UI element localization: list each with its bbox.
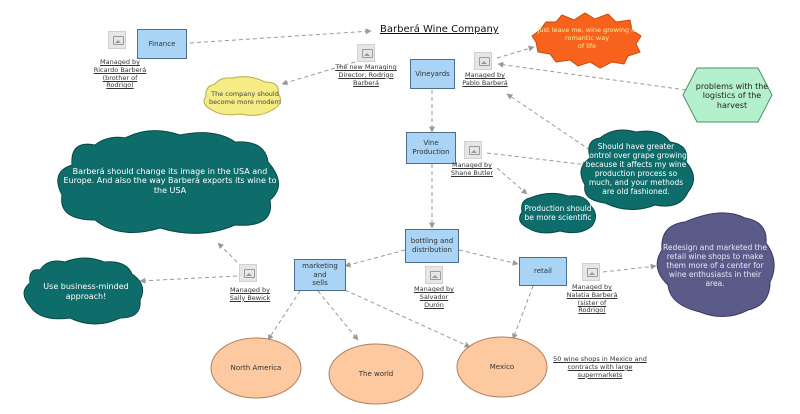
- cloud-redesign: [656, 212, 775, 317]
- image-placeholder-icon: [582, 263, 600, 281]
- edge-director-to-modern: [281, 61, 356, 86]
- note-business-text: Use business-minded approach!: [43, 282, 129, 301]
- edge-marketing-to-northamerica: [267, 290, 301, 341]
- box-retail-label: retail: [534, 267, 552, 276]
- note-modern: The company should become more modern: [205, 82, 285, 116]
- image-placeholder-icon: [425, 266, 443, 284]
- box-vineyards-label: Vineyards: [415, 69, 450, 78]
- box-finance[interactable]: Finance: [137, 29, 187, 59]
- ellipse-north-america: [210, 337, 302, 399]
- hexagon-logistics: [682, 67, 773, 123]
- ellipse-the-world: [328, 343, 424, 405]
- label-mexico-note: 50 wine shops in Mexico and contracts wi…: [550, 355, 650, 379]
- diagram-title: Barberá Wine Company: [380, 24, 499, 35]
- image-placeholder-icon: [108, 31, 126, 49]
- cloud-business: [23, 257, 144, 325]
- note-business: Use business-minded approach!: [30, 272, 142, 312]
- image-placeholder-icon: [464, 141, 482, 159]
- label-manager-finance: Managed by Ricardo Barberá (brother of R…: [80, 58, 160, 90]
- edge-finance-to-title: [189, 28, 372, 44]
- label-manager-bottling-text: Managed by Salvador Durón: [414, 285, 454, 309]
- box-vine-production[interactable]: Vine Production: [406, 132, 456, 164]
- box-marketing-sells[interactable]: marketing and sells: [294, 259, 346, 291]
- note-grape-control: Should have greater control over grape g…: [572, 134, 700, 204]
- box-vineyards[interactable]: Vineyards: [410, 59, 455, 89]
- label-managing-director-text: The new Managing Director, Rodrigo Barbe…: [335, 63, 397, 87]
- cloud-image-usa: [57, 130, 279, 234]
- note-image-usa: Barberá should change its image in the U…: [60, 150, 280, 212]
- label-manager-marketing: Managed by Sally Bewick: [218, 286, 282, 303]
- edge-retail-to-mexico: [512, 285, 534, 340]
- box-retail[interactable]: retail: [519, 257, 567, 286]
- edge-logistics-to-vineyards: [497, 61, 687, 91]
- cloud-scientific: [519, 192, 596, 234]
- label-manager-retail-text: Managed by Nalatia Barberá (sister of Ro…: [566, 283, 618, 315]
- market-the-world-text: The world: [358, 369, 394, 378]
- note-image-usa-text: Barberá should change its image in the U…: [63, 166, 277, 195]
- box-bottling-distribution[interactable]: bottling and distribution: [405, 229, 459, 263]
- market-mexico: Mexico: [462, 359, 542, 375]
- label-manager-vineyards: Managed by Pablo Barberá: [450, 71, 520, 88]
- label-manager-retail: Managed by Nalatia Barberá (sister of Ro…: [556, 283, 628, 315]
- box-vine-production-label: Vine Production: [412, 139, 450, 156]
- cloud-modern: [203, 76, 281, 116]
- market-mexico-text: Mexico: [489, 362, 515, 371]
- note-redesign-text: Redesign and marketed the retail wine sh…: [663, 242, 767, 288]
- note-romantic: Just leave me, wine growing is romantic …: [534, 20, 640, 58]
- box-marketing-label: marketing and sells: [302, 261, 338, 288]
- image-placeholder-icon: [357, 44, 375, 62]
- image-placeholder-icon: [239, 264, 257, 282]
- label-manager-vine-production: Managed by Shane Butler: [440, 161, 504, 178]
- edge-bottling-to-marketing: [344, 249, 406, 268]
- label-manager-vine-production-text: Managed by Shane Butler: [450, 161, 494, 177]
- edge-bottling-to-retail: [458, 249, 519, 266]
- label-manager-bottling: Managed by Salvador Durón: [402, 285, 466, 309]
- label-manager-vineyards-text: Managed by Pablo Barberá: [462, 71, 508, 87]
- market-the-world: The world: [336, 366, 416, 382]
- note-logistics-text: problems with the logistics of the harve…: [695, 81, 769, 110]
- edge-marketing-manager-to-business: [139, 275, 238, 284]
- note-romantic-text: Just leave me, wine growing is romantic …: [537, 26, 637, 50]
- cloud-grape-control: [580, 129, 694, 210]
- note-modern-text: The company should become more modern: [208, 90, 282, 106]
- ellipse-mexico: [456, 336, 548, 398]
- note-grape-control-text: Should have greater control over grape g…: [585, 142, 687, 196]
- burst-romantic: [531, 12, 642, 69]
- image-placeholder-icon: [474, 52, 492, 70]
- edge-grapecontrol-to-vineyards: [506, 93, 591, 151]
- note-scientific-text: Production should be more scientific: [524, 204, 592, 222]
- edge-vineyards-to-romantic: [496, 45, 535, 59]
- note-logistics: problems with the logistics of the harve…: [692, 74, 772, 118]
- label-mexico-note-text: 50 wine shops in Mexico and contracts wi…: [553, 355, 647, 379]
- edge-marketing-to-world: [317, 290, 359, 341]
- label-manager-marketing-text: Managed by Sally Bewick: [229, 286, 271, 302]
- note-redesign: Redesign and marketed the retail wine sh…: [656, 232, 774, 298]
- market-north-america: North America: [216, 360, 296, 376]
- label-manager-finance-text: Managed by Ricardo Barberá (brother of R…: [93, 58, 147, 90]
- note-scientific: Production should be more scientific: [516, 196, 600, 230]
- edge-retail-manager-to-redesign: [602, 263, 657, 273]
- box-bottling-label: bottling and distribution: [410, 237, 454, 254]
- market-north-america-text: North America: [230, 363, 282, 372]
- edge-marketing-manager-to-image: [217, 242, 238, 263]
- box-finance-label: Finance: [148, 39, 176, 48]
- edge-marketing-to-mexico: [344, 289, 471, 348]
- label-managing-director: The new Managing Director, Rodrigo Barbe…: [326, 63, 406, 87]
- edge-vineproduction-to-grapecontrol: [486, 152, 589, 168]
